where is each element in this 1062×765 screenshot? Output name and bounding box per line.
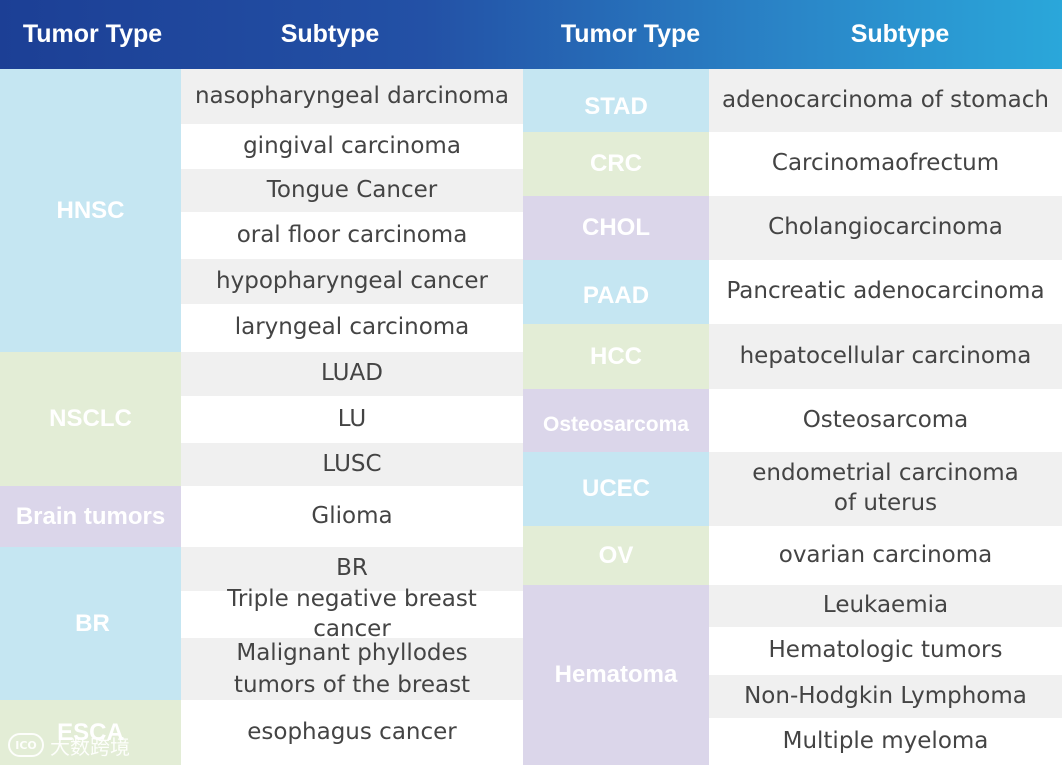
tumor-type-cell: OV: [523, 526, 709, 585]
tumor-type-cell: BR: [0, 547, 181, 700]
subtype-cell: endometrial carcinoma of uterus: [709, 452, 1062, 526]
subtype-cell: laryngeal carcinoma: [181, 304, 523, 352]
tumor-type-cell: PAAD: [523, 260, 709, 324]
tumor-type-cell: Osteosarcoma: [523, 389, 709, 452]
header-subtype-left: Subtype: [280, 20, 380, 48]
subtype-cell: Glioma: [181, 486, 523, 547]
watermark-logo-icon: ICO: [8, 733, 44, 757]
subtype-cell: nasopharyngeal darcinoma: [181, 69, 523, 124]
subtype-cell: Malignant phyllodes tumors of the breast: [181, 638, 523, 700]
subtype-cell: Triple negative breast cancer: [181, 586, 523, 642]
subtype-cell: Tongue Cancer: [181, 169, 523, 212]
subtype-cell: BR: [181, 547, 523, 591]
subtype-cell: Non-Hodgkin Lymphoma: [709, 675, 1062, 718]
tumor-type-cell: HNSC: [0, 69, 181, 352]
header-subtype-right: Subtype: [850, 20, 950, 48]
subtype-cell: hypopharyngeal cancer: [181, 259, 523, 304]
header-tumor-type-right: Tumor Type: [560, 20, 701, 48]
subtype-cell: Osteosarcoma: [709, 389, 1062, 452]
subtype-cell: Hematologic tumors: [709, 627, 1062, 675]
subtype-cell: LUSC: [181, 443, 523, 486]
tumor-type-cell: Brain tumors: [0, 486, 181, 547]
subtype-cell: Pancreatic adenocarcinoma: [709, 260, 1062, 324]
subtype-cell: Carcinomaofrectum: [709, 132, 1062, 196]
subtype-cell: adenocarcinoma of stomach: [709, 69, 1062, 132]
tumor-type-cell: UCEC: [523, 452, 709, 526]
subtype-cell: LUAD: [181, 352, 523, 396]
subtype-cell: Leukaemia: [709, 585, 1062, 627]
tumor-type-cell: STAD: [523, 69, 709, 132]
tumor-type-cell: NSCLC: [0, 352, 181, 486]
tumor-type-cell: CHOL: [523, 196, 709, 260]
subtype-cell: Multiple myeloma: [709, 718, 1062, 765]
subtype-cell: LU: [181, 396, 523, 443]
tumor-type-cell: HCC: [523, 324, 709, 389]
subtype-cell: gingival carcinoma: [181, 124, 523, 169]
tumor-type-cell: CRC: [523, 132, 709, 196]
header-tumor-type-left: Tumor Type: [22, 20, 163, 48]
watermark: ICO 大数跨境: [8, 730, 130, 760]
tumor-type-cell: ESCA: [0, 700, 181, 765]
watermark-text: 大数跨境: [50, 734, 130, 759]
subtype-cell: hepatocellular carcinoma: [709, 324, 1062, 389]
table-header: Tumor Type Subtype Tumor Type Subtype: [0, 0, 1062, 69]
subtype-cell: esophagus cancer: [181, 700, 523, 765]
tumor-type-cell: Hematoma: [523, 585, 709, 765]
subtype-cell: ovarian carcinoma: [709, 526, 1062, 585]
subtype-cell: oral floor carcinoma: [181, 212, 523, 259]
subtype-cell: Cholangiocarcinoma: [709, 196, 1062, 260]
